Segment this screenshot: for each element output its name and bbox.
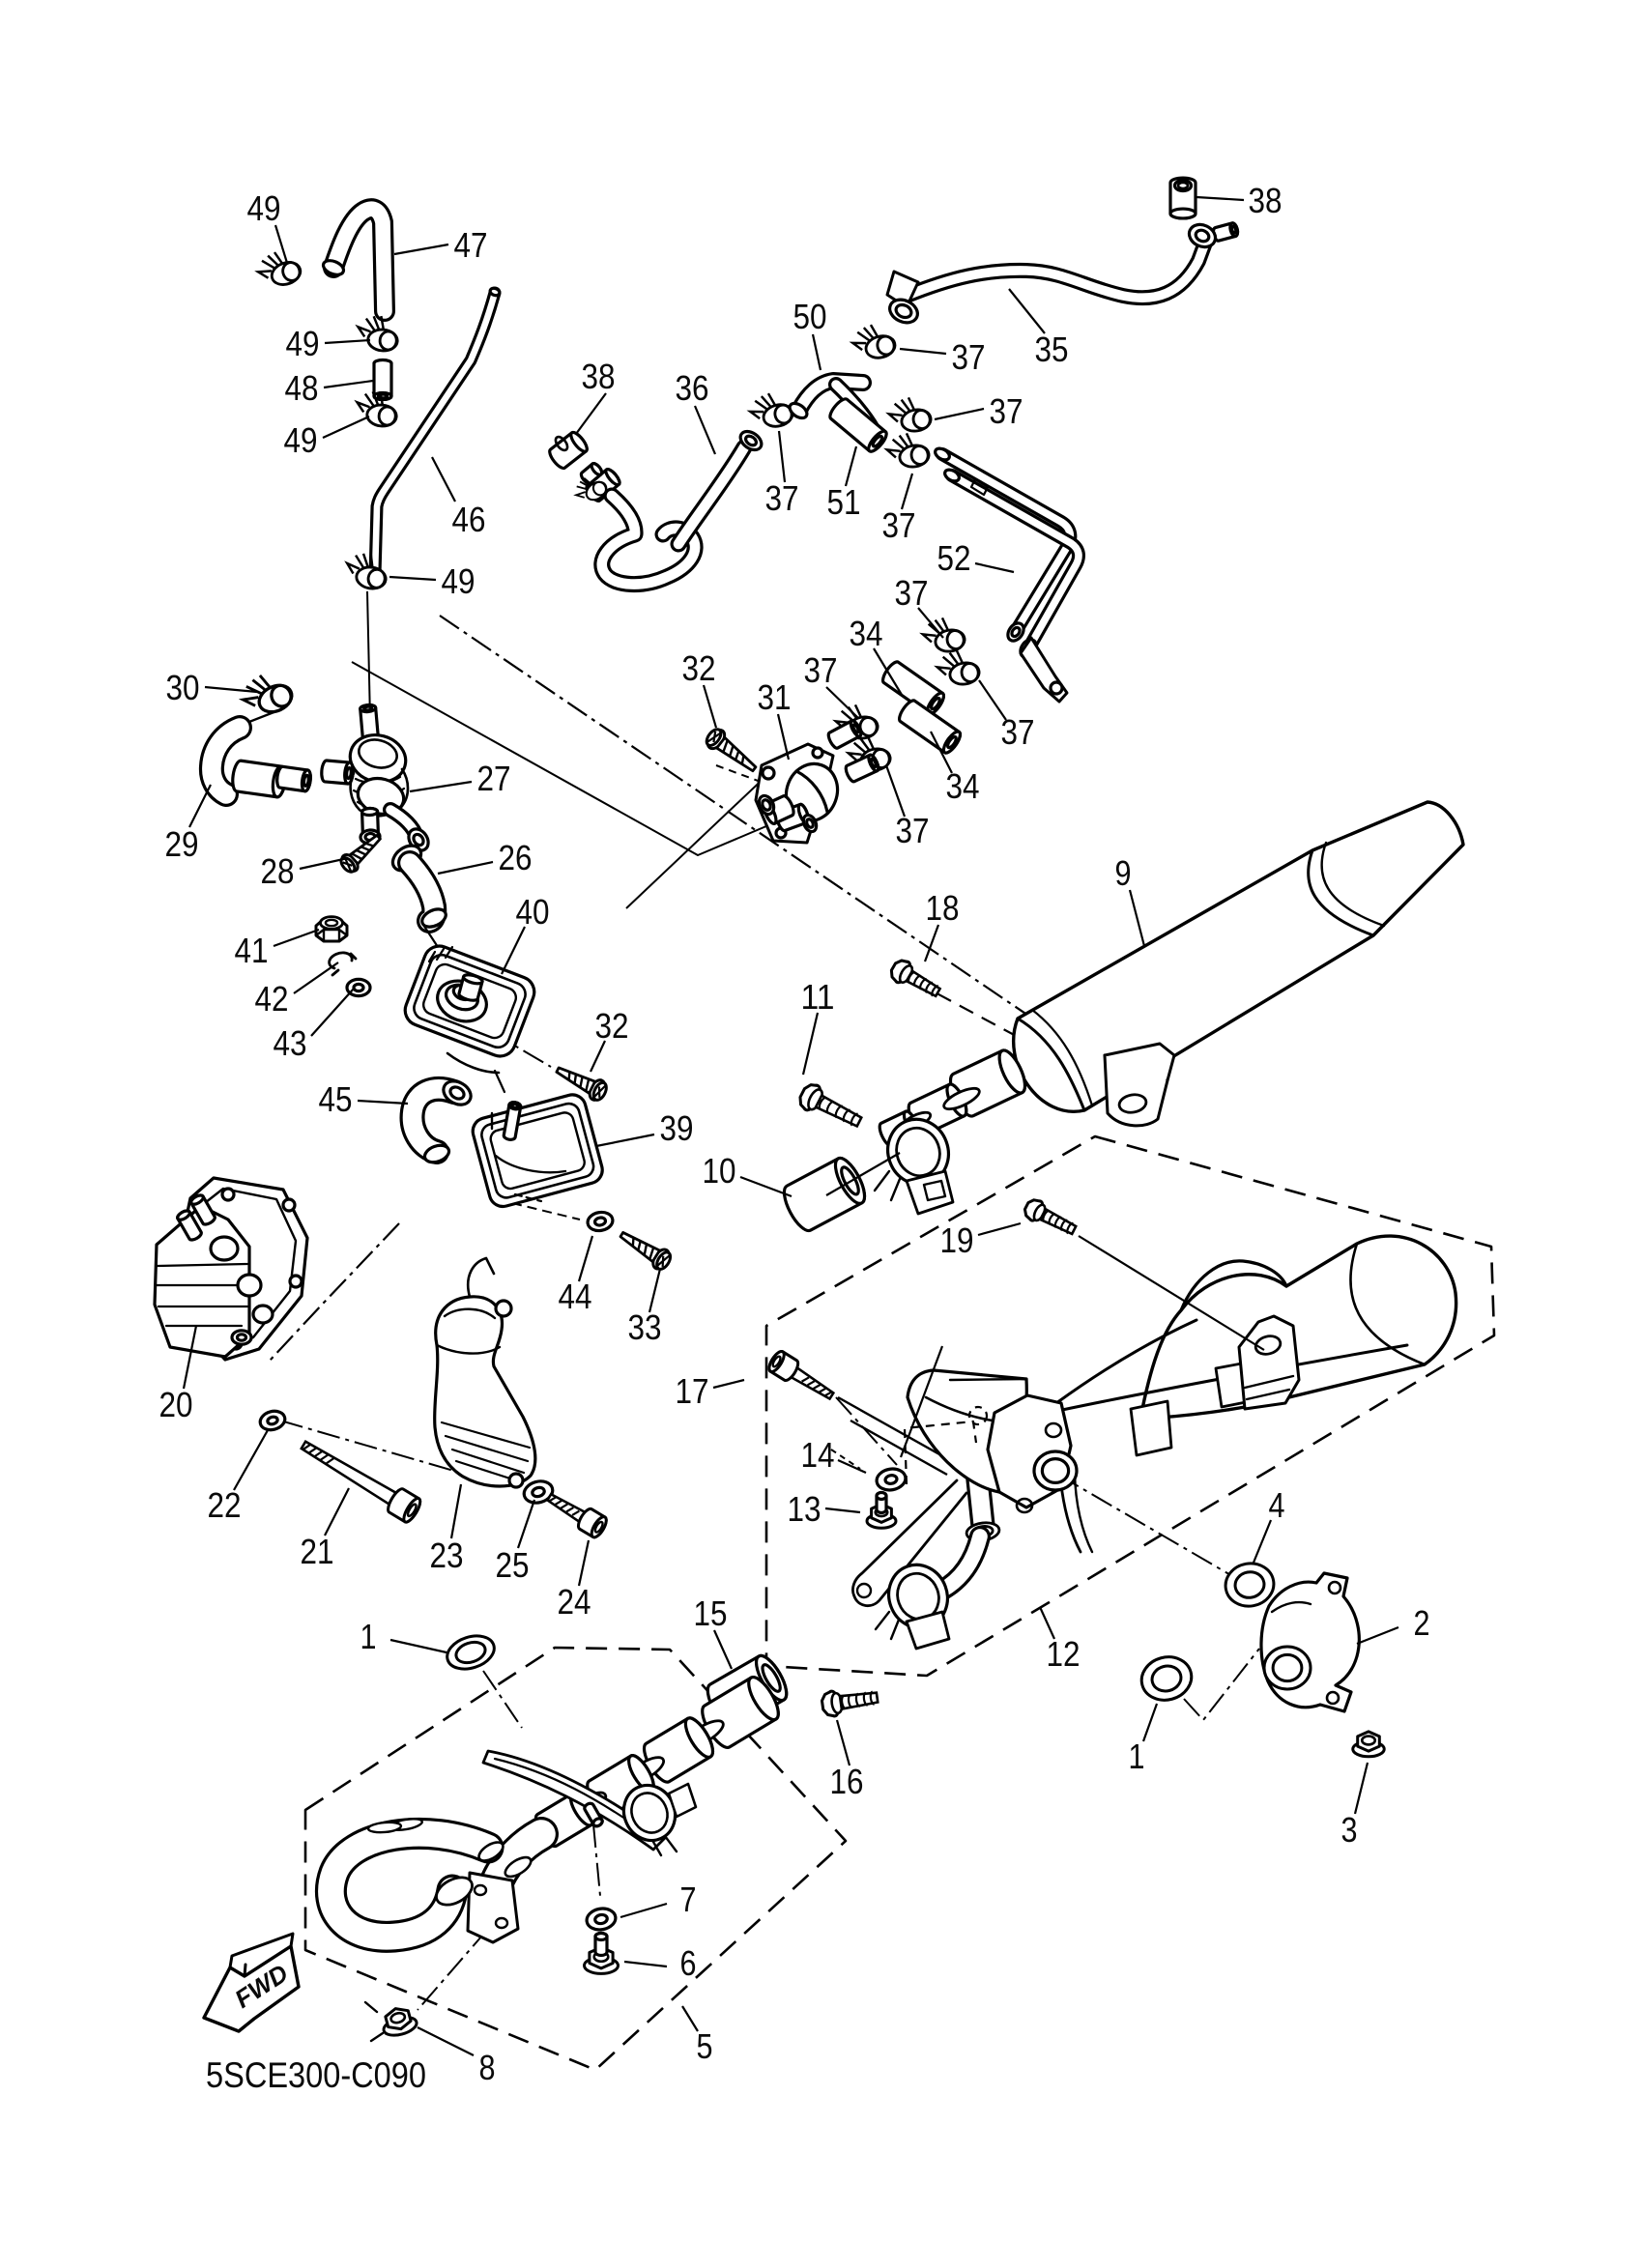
svg-text:12: 12 [1047,1634,1081,1674]
svg-text:22: 22 [208,1485,242,1525]
svg-text:21: 21 [301,1532,334,1571]
svg-text:37: 37 [895,573,929,613]
svg-text:3: 3 [1341,1810,1358,1850]
svg-text:5: 5 [697,2026,713,2066]
svg-text:15: 15 [694,1593,728,1633]
svg-text:37: 37 [765,478,799,518]
svg-text:50: 50 [793,297,827,336]
svg-text:4: 4 [1269,1485,1285,1525]
svg-text:17: 17 [676,1371,709,1411]
svg-text:28: 28 [261,851,295,891]
svg-text:37: 37 [896,811,930,850]
svg-text:32: 32 [595,1006,629,1046]
svg-text:48: 48 [285,368,319,408]
svg-text:5SCE300-C090: 5SCE300-C090 [206,2055,426,2095]
svg-text:32: 32 [682,648,716,688]
svg-text:19: 19 [940,1220,974,1260]
svg-text:8: 8 [479,2048,496,2087]
svg-text:9: 9 [1115,853,1132,893]
svg-text:44: 44 [559,1277,592,1316]
svg-text:36: 36 [676,368,709,408]
svg-text:1: 1 [1129,1737,1145,1776]
svg-text:51: 51 [827,482,861,522]
svg-text:33: 33 [628,1307,662,1347]
svg-text:37: 37 [804,650,838,690]
svg-text:27: 27 [477,759,511,798]
svg-text:37: 37 [882,505,916,545]
svg-text:47: 47 [454,225,488,265]
svg-text:39: 39 [660,1108,694,1148]
svg-text:10: 10 [703,1151,736,1191]
svg-text:23: 23 [430,1536,464,1575]
svg-text:49: 49 [247,188,281,228]
svg-text:38: 38 [1249,181,1283,220]
svg-text:42: 42 [255,979,289,1019]
svg-text:43: 43 [274,1023,307,1063]
svg-text:13: 13 [788,1489,822,1529]
svg-text:26: 26 [499,838,533,877]
svg-text:16: 16 [830,1762,864,1801]
svg-text:11: 11 [801,977,835,1017]
svg-text:6: 6 [680,1943,697,1983]
svg-text:2: 2 [1414,1603,1430,1643]
svg-text:49: 49 [284,420,318,460]
svg-text:29: 29 [165,824,199,864]
svg-text:1: 1 [360,1617,377,1656]
svg-text:38: 38 [582,357,616,396]
svg-text:25: 25 [496,1545,530,1585]
svg-text:18: 18 [926,888,960,928]
svg-text:52: 52 [937,538,971,578]
svg-text:30: 30 [166,668,200,707]
svg-text:24: 24 [558,1582,591,1622]
svg-text:40: 40 [516,892,550,932]
svg-text:34: 34 [850,614,883,653]
svg-text:37: 37 [952,337,986,377]
svg-text:49: 49 [286,324,320,363]
svg-text:20: 20 [159,1385,193,1424]
svg-text:41: 41 [235,931,269,970]
svg-text:46: 46 [452,500,486,539]
svg-text:35: 35 [1035,330,1069,369]
svg-text:7: 7 [680,1880,697,1919]
svg-text:14: 14 [801,1435,835,1475]
svg-text:37: 37 [990,391,1023,431]
svg-text:31: 31 [758,677,792,717]
svg-text:45: 45 [319,1079,353,1119]
svg-text:49: 49 [442,561,476,601]
